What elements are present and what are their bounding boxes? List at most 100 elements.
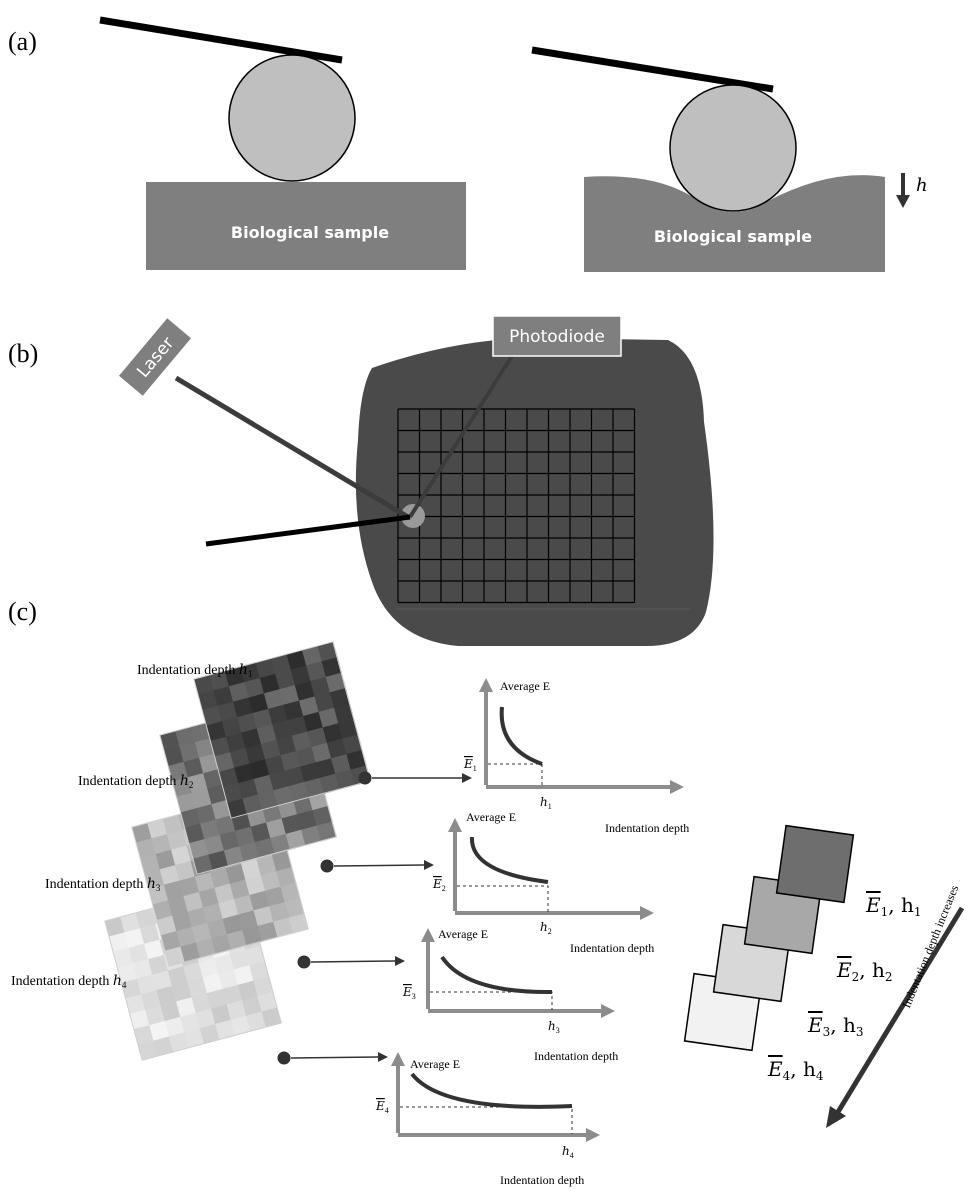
map-pixel: [132, 959, 153, 980]
map-pixel: [325, 672, 346, 693]
map-pixel: [225, 732, 247, 753]
map-pixel: [124, 928, 145, 949]
map-pixel: [164, 1016, 185, 1037]
map-pixel: [222, 984, 243, 1005]
map-pixel: [215, 815, 236, 836]
map-pixel: [163, 880, 185, 901]
map-pixel: [117, 963, 138, 984]
map-pixel: [316, 821, 337, 842]
map-pixel: [160, 931, 182, 952]
substrate-blob: [355, 338, 714, 646]
map-pixel: [287, 715, 308, 737]
graph-xlabel: Indentation depth: [500, 1173, 584, 1187]
map-pixel: [209, 670, 230, 691]
map-pixel: [222, 783, 244, 804]
photodiode-box: Photodiode: [492, 315, 622, 357]
map-pixel: [198, 887, 220, 908]
map-pixel: [207, 784, 228, 805]
map-pixel: [199, 753, 220, 774]
map-pixel: [144, 939, 165, 960]
map-pixel: [241, 859, 262, 880]
guide-lines: [488, 763, 543, 786]
panel-b-label: (b): [8, 339, 38, 368]
map-pixel: [257, 991, 278, 1013]
map-pixel: [190, 722, 211, 743]
map-pixel: [233, 965, 254, 986]
graph-axes: [391, 1052, 600, 1142]
map-label-h1: Indentation depth h1: [137, 662, 252, 679]
graph-ylabel: Average E: [466, 810, 516, 824]
map-pixel: [180, 808, 201, 829]
map-pixel: [229, 747, 251, 769]
map-pixel: [128, 943, 149, 964]
cantilever-left: [99, 16, 343, 64]
map-pixel: [238, 778, 259, 800]
map-pixel: [245, 875, 266, 896]
map-pixel: [284, 766, 305, 787]
map-pixel: [194, 872, 215, 893]
map-pixel: [272, 720, 293, 741]
map-pixel: [136, 974, 158, 995]
stiffness-curve: [469, 836, 549, 884]
map-pixel: [312, 805, 333, 827]
map-pixel: [213, 686, 234, 707]
map-pixel: [164, 946, 186, 967]
indentation-after: Biological sample h: [531, 46, 928, 272]
map-pixel: [172, 777, 193, 798]
legend-label-4: E4, h4: [767, 1057, 824, 1083]
map-pixel: [228, 681, 250, 703]
map-pixel: [152, 900, 173, 921]
map-pixel: [160, 1001, 181, 1022]
map-pixel: [271, 654, 292, 675]
map-pixel: [273, 786, 294, 807]
panel-a-label: (a): [8, 27, 37, 56]
map-pixel: [206, 721, 227, 742]
map-pixel: [131, 822, 153, 844]
map-pixel: [250, 822, 271, 843]
map-pixel: [288, 913, 309, 934]
map-pixel: [156, 915, 177, 936]
map-pixel: [300, 762, 321, 783]
map-pixel: [179, 742, 200, 763]
legend-square-1: [775, 824, 855, 904]
map-pixel: [285, 829, 306, 850]
map-pixel: [218, 767, 239, 788]
map-pixel: [335, 769, 356, 790]
map-pixel: [322, 723, 343, 744]
graph-ylabel: Average E: [410, 1057, 460, 1071]
map-pixel: [226, 1000, 247, 1021]
map-pixel: [280, 882, 301, 903]
map-pixel: [156, 985, 177, 1007]
map-pixel: [197, 690, 219, 711]
map-pixel: [326, 738, 348, 759]
stiffness-curve: [410, 1072, 573, 1109]
graph-h1: Average E E1 h1 Indentation depth: [463, 678, 689, 835]
map-pixel: [237, 980, 259, 1001]
map-pixel: [281, 814, 302, 835]
map-pixel: [230, 1015, 251, 1036]
map-pixel: [171, 981, 193, 1002]
map-pixel: [194, 737, 216, 759]
map-pixel: [133, 1025, 155, 1046]
indentation-before: Biological sample: [99, 16, 466, 270]
map-pixel: [318, 707, 339, 728]
map-pixel: [269, 770, 290, 791]
panel-c-label: (c): [8, 597, 37, 626]
map-pixel: [296, 810, 318, 831]
map-pixel: [245, 945, 266, 966]
map-pixel: [255, 658, 276, 679]
probe-sphere-right: [669, 84, 797, 212]
map-pixel: [180, 1012, 201, 1033]
map-pixel: [280, 750, 301, 772]
map-pixel: [221, 717, 242, 738]
map-pixel: [245, 743, 266, 765]
map-pixel: [168, 761, 189, 782]
map-pixel: [342, 734, 363, 755]
map-pixel: [329, 688, 351, 709]
map-pixel: [203, 903, 224, 924]
map-pixel: [224, 666, 245, 687]
map-pixel: [187, 907, 208, 928]
panel-b: (b) Laser Photodiode: [8, 315, 714, 646]
map-pixel: [315, 758, 336, 779]
